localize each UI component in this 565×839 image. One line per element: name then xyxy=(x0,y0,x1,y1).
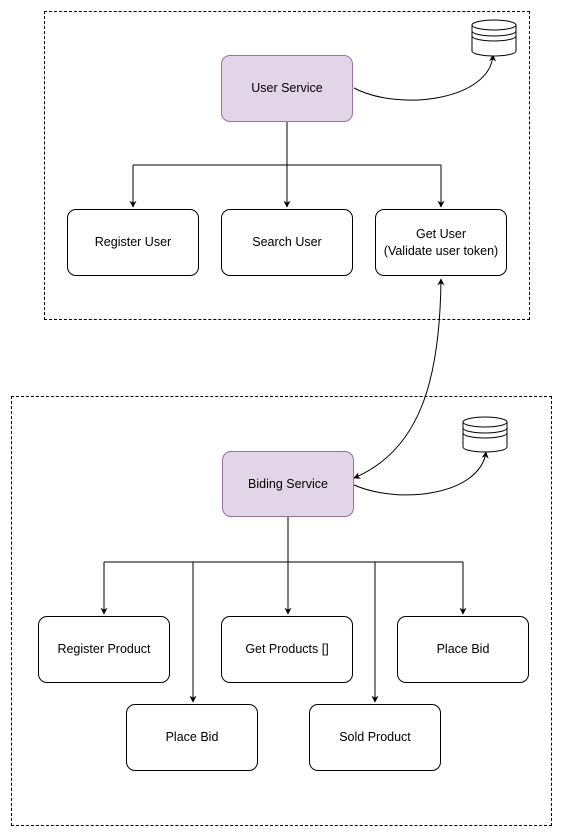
sold-product-label: Sold Product xyxy=(339,730,411,744)
get-products-label: Get Products [] xyxy=(245,642,329,656)
register-user-label: Register User xyxy=(94,235,172,249)
register-product-node: Register Product xyxy=(38,616,170,683)
user-service-edges xyxy=(129,54,497,208)
get-user-label: Get User xyxy=(415,226,466,241)
database-icon xyxy=(462,416,508,453)
register-user-node: Register User xyxy=(67,209,199,276)
search-user-label: Search User xyxy=(252,235,322,249)
search-user-node: Search User xyxy=(221,209,353,276)
place-bid-right-label: Place Bid xyxy=(436,642,490,656)
user-service-label: User Service xyxy=(251,81,323,95)
get-products-node: Get Products [] xyxy=(221,616,353,683)
database-icon xyxy=(471,19,517,57)
sold-product-node: Sold Product xyxy=(309,704,441,771)
place-bid-lower-node: Place Bid xyxy=(126,704,258,771)
get-user-sublabel: (Validate user token) xyxy=(383,243,499,258)
edge-biding-service-to-db xyxy=(353,451,489,496)
get-user-node: Get User (Validate user token) xyxy=(375,209,507,276)
register-product-label: Register Product xyxy=(57,642,151,656)
user-service-node: User Service xyxy=(221,55,353,122)
biding-service-group xyxy=(11,396,552,826)
place-bid-lower-label: Place Bid xyxy=(165,730,219,744)
user-service-group xyxy=(44,11,530,320)
edge-user-service-to-db xyxy=(353,54,497,101)
edge-biding-to-get-user xyxy=(353,278,445,479)
biding-service-edges xyxy=(100,278,489,703)
place-bid-right-node: Place Bid xyxy=(397,616,529,683)
biding-service-node: Biding Service xyxy=(222,451,354,517)
biding-service-label: Biding Service xyxy=(248,476,328,491)
